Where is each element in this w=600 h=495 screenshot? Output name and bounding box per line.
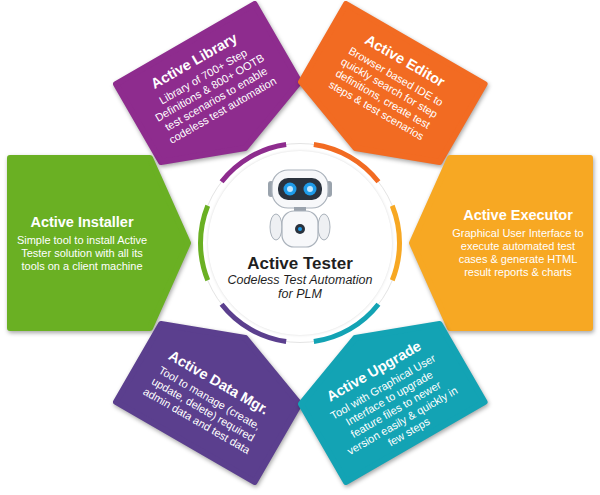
petal-description: Simple tool to install Active Tester sol… bbox=[13, 234, 151, 273]
robot-body bbox=[282, 211, 318, 247]
petal-outline bbox=[116, 324, 300, 482]
robot-arm bbox=[270, 214, 282, 240]
hub-title: Active Tester bbox=[225, 254, 375, 273]
robot-head bbox=[272, 170, 328, 208]
library-petal: Active LibraryLibrary of 700+ Step Defin… bbox=[112, 0, 304, 166]
hub-subtitle: Codeless Test Automation for PLM bbox=[225, 273, 375, 301]
editor-petal: Active EditorBrowser based IDE to quickl… bbox=[297, 0, 489, 166]
robot-eye-glint bbox=[287, 186, 293, 192]
robot-button bbox=[295, 224, 305, 234]
robot-arm bbox=[318, 214, 330, 240]
petal-heading: Active Executor bbox=[449, 207, 587, 224]
petal-outline bbox=[116, 4, 300, 162]
petal-outline bbox=[412, 158, 590, 328]
hub-text: Active TesterCodeless Test Automation fo… bbox=[225, 254, 375, 301]
petal-description: Graphical User Interface to execute auto… bbox=[449, 227, 587, 279]
petal-outline bbox=[301, 324, 485, 482]
petal-heading: Active Installer bbox=[13, 214, 151, 231]
upgrade-petal: Active UpgradeTool with Graphical User I… bbox=[297, 320, 489, 486]
robot-eye bbox=[304, 183, 317, 196]
installer-petal: Active InstallerSimple tool to install A… bbox=[6, 154, 192, 332]
robot-visor bbox=[278, 178, 322, 200]
robot-eye-glint bbox=[307, 186, 313, 192]
hub-circle: Active TesterCodeless Test Automation fo… bbox=[208, 151, 392, 335]
robot-light bbox=[298, 227, 302, 231]
petal-text: Active InstallerSimple tool to install A… bbox=[13, 214, 151, 273]
robot-illustration bbox=[258, 167, 342, 251]
petal-outline bbox=[10, 158, 188, 328]
data-manager-petal: Active Data Mgr.Tool to manage (create, … bbox=[112, 320, 304, 486]
executor-petal: Active ExecutorGraphical User Interface … bbox=[408, 154, 594, 332]
robot-eye bbox=[284, 183, 297, 196]
petal-text: Active ExecutorGraphical User Interface … bbox=[449, 207, 587, 279]
petal-outline bbox=[301, 4, 485, 162]
